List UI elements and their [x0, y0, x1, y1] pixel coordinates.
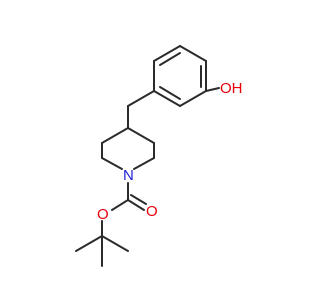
ring-bond [153, 90, 181, 107]
ring-bond [101, 157, 123, 170]
benzylic-bond [127, 90, 155, 107]
carbonyl-double-bond [130, 194, 147, 205]
methyl-bond [101, 235, 129, 252]
phenol-ring [153, 45, 207, 107]
methyl-bond [75, 235, 103, 252]
hydroxyl-bond [205, 87, 220, 92]
ester-bond [111, 199, 129, 211]
ring-bond [101, 127, 129, 144]
ring-bond [127, 127, 155, 144]
ring-bond [153, 45, 181, 62]
ring-bond [179, 90, 207, 107]
nitrogen-label: N [123, 167, 134, 184]
ester-oxygen-label: O [97, 206, 109, 223]
chemical-structure-diagram: OH N O O [75, 45, 243, 267]
ring-bond [179, 45, 207, 62]
piperidine-ring [101, 127, 155, 170]
aromatic-double-bond [159, 52, 181, 66]
ring-bond [133, 157, 155, 170]
carbonyl-double-bond [127, 199, 145, 211]
aromatic-double-bond [159, 86, 181, 100]
tert-butyl-group [75, 235, 129, 267]
hydroxyl-label: OH [220, 80, 243, 97]
carbonyl-oxygen-label: O [146, 203, 158, 220]
